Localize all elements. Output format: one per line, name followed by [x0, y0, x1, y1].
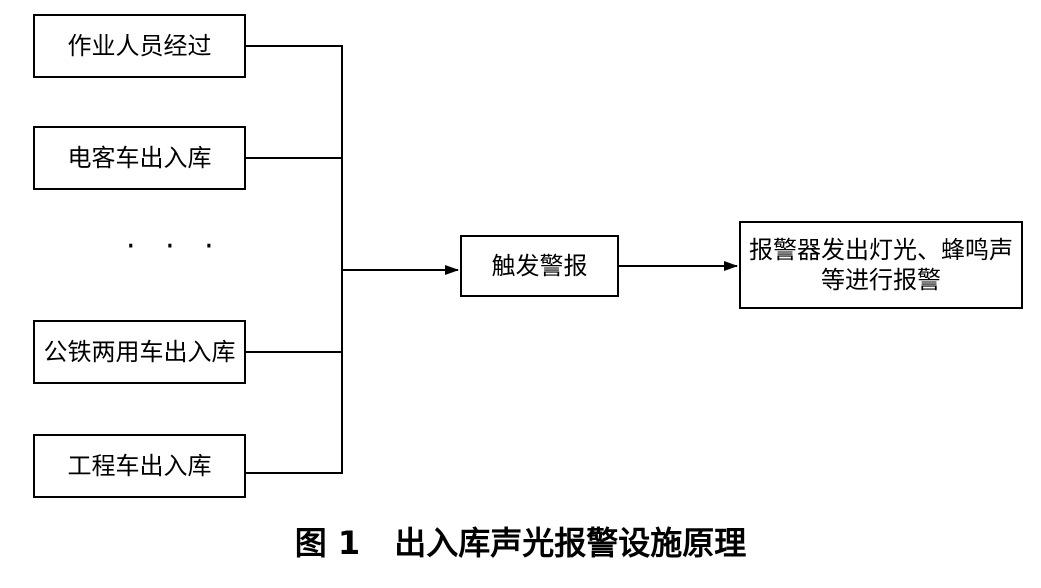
input-box-electric-train: 电客车出入库	[33, 126, 246, 190]
trigger-alarm-label: 触发警报	[491, 252, 588, 280]
input-label-worker-passing: 作业人员经过	[67, 32, 212, 60]
input-label-electric-train: 电客车出入库	[67, 144, 212, 172]
figure-caption: 图 1 出入库声光报警设施原理	[0, 518, 1041, 564]
figure-number: 图 1	[294, 524, 361, 562]
input-box-engineering-vehicle: 工程车出入库	[33, 434, 246, 498]
trigger-alarm-box: 触发警报	[460, 235, 619, 297]
input-box-road-rail-vehicle: 公铁两用车出入库	[33, 320, 246, 384]
input-box-worker-passing: 作业人员经过	[33, 14, 246, 78]
alarm-output-label: 报警器发出灯光、蜂鸣声等进行报警	[749, 236, 1013, 294]
figure-title: 出入库声光报警设施原理	[394, 524, 747, 562]
input-label-engineering-vehicle: 工程车出入库	[67, 452, 212, 480]
alarm-output-box: 报警器发出灯光、蜂鸣声等进行报警	[739, 221, 1023, 309]
ellipsis-dots: · · ·	[126, 229, 224, 264]
input-label-road-rail-vehicle: 公铁两用车出入库	[43, 338, 236, 366]
